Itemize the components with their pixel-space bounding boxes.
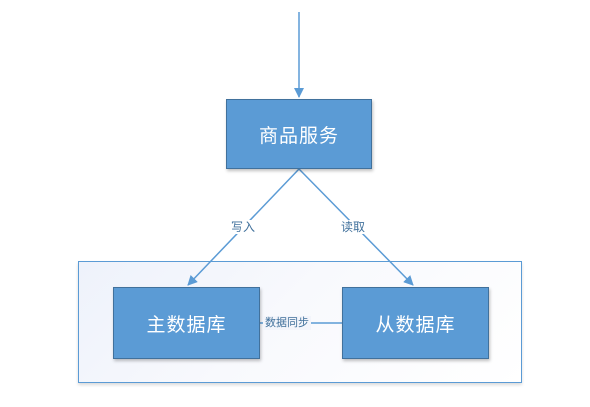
write-edge-label: 写入 (229, 220, 258, 234)
read-edge-label: 读取 (339, 220, 368, 234)
master-db-label: 主数据库 (146, 313, 227, 336)
sync-edge-label: 数据同步 (263, 316, 311, 330)
slave-db-label: 从数据库 (375, 313, 456, 336)
product-service-node: 商品服务 (226, 99, 372, 169)
slave-db-node: 从数据库 (342, 287, 489, 359)
product-service-label: 商品服务 (258, 124, 339, 147)
master-db-node: 主数据库 (113, 287, 260, 359)
